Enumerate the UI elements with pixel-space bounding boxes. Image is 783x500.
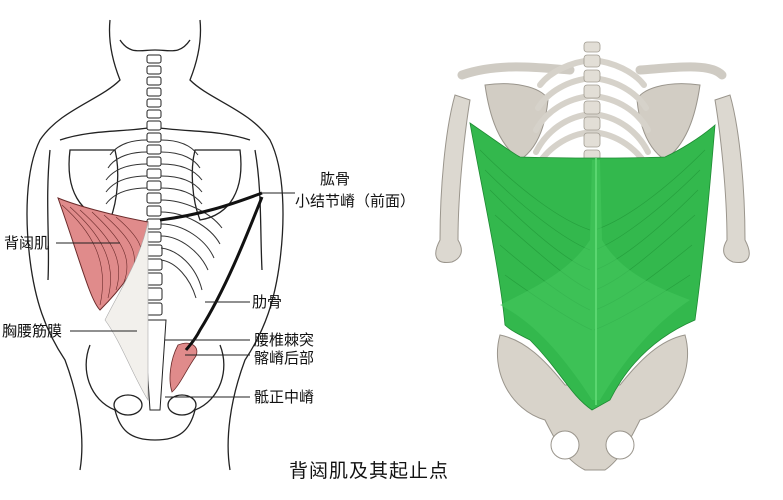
label-ribs: 肋骨 bbox=[252, 293, 283, 311]
label-iliac-crest-posterior: 髂嵴后部 bbox=[254, 349, 315, 367]
label-thoracolumbar-fascia: 胸腰筋膜 bbox=[2, 322, 63, 340]
label-lesser-tubercle-crest: 小结节嵴（前面） bbox=[295, 192, 416, 210]
label-lumbar-spinous-process: 腰椎棘突 bbox=[254, 331, 315, 349]
label-latissimus-dorsi: 背闼肌 bbox=[4, 234, 50, 252]
figure-caption: 背闼肌及其起止点 bbox=[289, 460, 450, 482]
3d-skeleton-render bbox=[435, 41, 750, 471]
label-humerus: 肱骨 bbox=[320, 170, 351, 188]
label-median-sacral-crest: 骶正中嵴 bbox=[254, 388, 315, 406]
